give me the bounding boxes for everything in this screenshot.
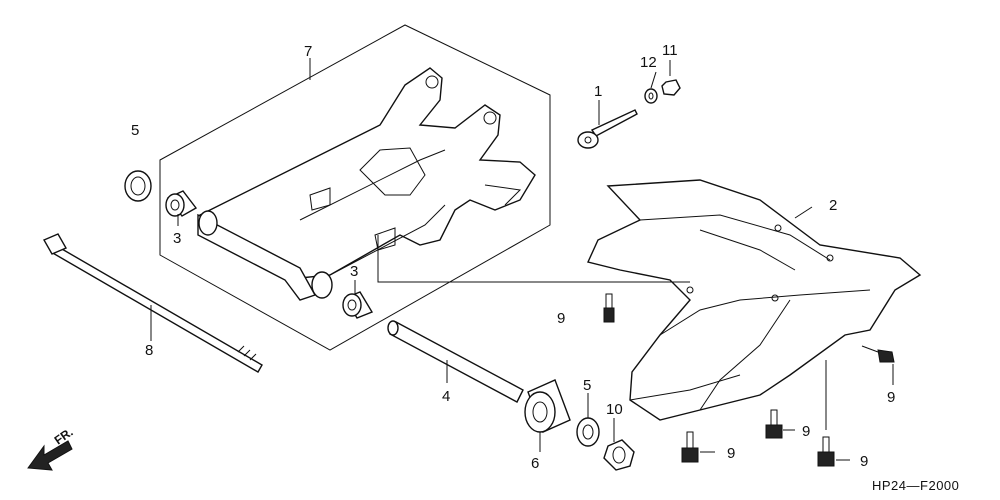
leader-lines xyxy=(150,58,894,461)
callout-2: 2 xyxy=(829,197,837,214)
pivot-bolt[interactable] xyxy=(43,233,263,373)
flange-bolt-5[interactable] xyxy=(817,436,835,467)
callout-9: 9 xyxy=(802,423,810,440)
callout-3: 3 xyxy=(173,230,181,247)
swingarm-assembly-frame xyxy=(159,24,551,351)
direction-label: FR. xyxy=(52,425,76,448)
flange-bolt-1[interactable] xyxy=(603,293,615,323)
flange-bolt-4[interactable] xyxy=(681,431,699,463)
callout-10: 10 xyxy=(606,401,623,418)
callout-1: 1 xyxy=(594,83,602,100)
callout-12: 12 xyxy=(640,54,657,71)
callout-9: 9 xyxy=(860,453,868,470)
callout-3: 3 xyxy=(350,263,358,280)
callout-6: 6 xyxy=(531,455,539,472)
callout-5: 5 xyxy=(583,377,591,394)
callout-8: 8 xyxy=(145,342,153,359)
callout-7: 7 xyxy=(304,43,312,60)
eye-bolt[interactable] xyxy=(577,109,638,149)
diagram-code: HP24—F2000 xyxy=(872,478,959,493)
flange-bolt-3[interactable] xyxy=(765,409,783,439)
bushing-upper[interactable] xyxy=(165,190,198,217)
nut[interactable] xyxy=(661,79,681,96)
washer[interactable] xyxy=(644,88,658,104)
dust-seal-lower[interactable] xyxy=(576,417,600,447)
front-direction-arrow-icon xyxy=(27,440,73,471)
callout-4: 4 xyxy=(442,388,450,405)
flange-bolt-2[interactable] xyxy=(861,345,895,363)
callout-5: 5 xyxy=(131,122,139,139)
pivot-nut[interactable] xyxy=(603,439,635,471)
swingarm[interactable] xyxy=(197,67,536,301)
callout-9: 9 xyxy=(887,389,895,406)
dust-seal-upper[interactable] xyxy=(124,170,152,202)
callout-9: 9 xyxy=(557,310,565,327)
callout-11: 11 xyxy=(662,42,678,59)
bearing[interactable] xyxy=(524,379,571,433)
bushing-lower[interactable] xyxy=(342,291,374,319)
callout-9: 9 xyxy=(727,445,735,462)
rear-fender[interactable] xyxy=(587,179,922,421)
pivot-collar[interactable] xyxy=(387,320,524,403)
